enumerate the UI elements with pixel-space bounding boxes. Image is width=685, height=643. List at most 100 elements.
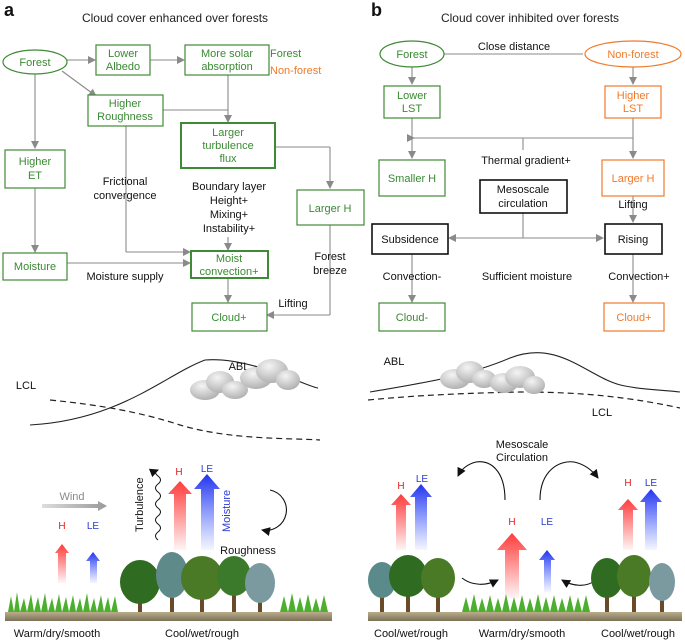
label-sufficient-moisture: Sufficient moisture <box>482 271 572 283</box>
label-frictional: Frictional <box>103 176 148 188</box>
soil-a <box>5 612 332 621</box>
svg-text:Larger: Larger <box>212 127 244 139</box>
h-label-a-right: H <box>175 467 182 478</box>
node-subsidence: Subsidence <box>371 223 449 255</box>
le-label-b-right: LE <box>645 478 658 489</box>
label-moisture-supply: Moisture supply <box>86 271 164 283</box>
h-label-a-left: H <box>58 521 65 532</box>
svg-text:Moist: Moist <box>216 253 242 265</box>
node-mesoscale-circulation: Mesoscale circulation <box>479 179 568 214</box>
surface-label-b-left: Cool/wet/rough <box>374 628 448 640</box>
surface-label-a-right: Cool/wet/rough <box>165 628 239 640</box>
panel-a-title: Cloud cover enhanced over forests <box>82 11 268 25</box>
legend-nonforest: Non-forest <box>270 65 321 77</box>
svg-text:LST: LST <box>402 103 422 115</box>
svg-text:Lower: Lower <box>108 48 138 60</box>
svg-text:Moisture: Moisture <box>14 261 56 273</box>
soil-b <box>368 612 682 621</box>
legend-forest: Forest <box>270 48 301 60</box>
surface-label-b-right: Cool/wet/rough <box>601 628 675 640</box>
h-arrow-icon-b-right <box>618 499 638 550</box>
panel-a-label: a <box>4 0 15 20</box>
wind-label: Wind <box>59 491 84 503</box>
svg-text:flux: flux <box>219 153 237 165</box>
abl-label-a: ABL <box>229 361 250 373</box>
moisture-label: Moisture <box>221 490 233 532</box>
circulation-arrow-icon-br <box>561 579 597 588</box>
node-lower-albedo: Lower Albedo <box>95 44 151 76</box>
lcl-line-a <box>49 399 321 441</box>
svg-text:Subsidence: Subsidence <box>381 234 439 246</box>
label-thermal-gradient: Thermal gradient+ <box>481 155 571 167</box>
svg-text:Larger H: Larger H <box>309 203 352 215</box>
circulation-arrow-icon-left <box>457 461 506 501</box>
le-arrow-icon-a-left <box>86 552 100 583</box>
svg-text:Lower: Lower <box>397 90 427 102</box>
label-convection-minus: Convection- <box>383 271 442 283</box>
label-instability: Instability+ <box>203 223 255 235</box>
node-lower-lst: Lower LST <box>383 85 441 119</box>
label-boundary-layer: Boundary layer <box>192 181 266 193</box>
label-convection-plus: Convection+ <box>608 271 669 283</box>
circulation-arrow-icon-bl <box>461 577 499 588</box>
le-label-a-right: LE <box>201 464 214 475</box>
label-lifting-b: Lifting <box>618 199 647 211</box>
bottom-b-scene: ABL LCL Mesoscale Circulation H LE H LE … <box>367 352 682 640</box>
label-close-distance: Close distance <box>478 41 550 53</box>
le-arrow-icon-b-right <box>640 489 662 550</box>
svg-text:Rising: Rising <box>618 234 649 246</box>
meso-label-1: Mesoscale <box>496 439 549 451</box>
le-label-a-left: LE <box>87 521 100 532</box>
svg-text:Cloud+: Cloud+ <box>616 312 651 324</box>
node-forest-a: Forest <box>2 49 68 75</box>
le-arrow-icon-b-left <box>410 484 432 550</box>
panel-a-arrows <box>31 56 334 319</box>
svg-text:absorption: absorption <box>201 61 252 73</box>
panel-b-label: b <box>371 0 382 20</box>
turbulence-icon <box>148 468 161 541</box>
node-larger-h-b: Larger H <box>601 159 665 197</box>
h-arrow-icon-b-mid <box>497 533 527 598</box>
h-arrow-icon-a-right <box>168 481 192 550</box>
svg-text:Larger H: Larger H <box>612 173 655 185</box>
svg-text:More solar: More solar <box>201 48 253 60</box>
svg-text:Cloud+: Cloud+ <box>211 312 246 324</box>
le-label-b-mid: LE <box>541 517 554 528</box>
svg-text:Forest: Forest <box>396 49 427 61</box>
lcl-label-b: LCL <box>592 407 612 419</box>
lcl-line-b <box>367 391 681 409</box>
label-forest-breeze-1: Forest <box>314 251 345 263</box>
svg-text:ET: ET <box>28 170 42 182</box>
svg-text:Smaller H: Smaller H <box>388 173 436 185</box>
node-cloud-plus-b: Cloud+ <box>603 302 665 332</box>
node-moisture: Moisture <box>2 252 68 281</box>
label-forest-breeze-2: breeze <box>313 265 347 277</box>
node-cloud-plus-a: Cloud+ <box>191 302 268 332</box>
h-label-b-right: H <box>624 478 631 489</box>
abl-curve-b <box>369 352 681 393</box>
le-label-b-left: LE <box>416 474 429 485</box>
label-height: Height+ <box>210 195 248 207</box>
node-cloud-minus: Cloud- <box>378 302 446 332</box>
svg-text:Forest: Forest <box>19 57 50 69</box>
h-arrow-icon-b-left <box>391 494 411 550</box>
tree-icon-b-left <box>368 555 455 612</box>
label-convergence: convergence <box>94 190 157 202</box>
wind-arrow-icon <box>42 501 107 511</box>
h-label-b-left: H <box>397 481 404 492</box>
cloud-icon-b <box>440 361 545 394</box>
meso-label-2: Circulation <box>496 452 548 464</box>
le-arrow-icon-a-right <box>194 474 220 550</box>
tree-icon-a <box>120 552 275 612</box>
svg-text:Roughness: Roughness <box>97 111 153 123</box>
roughness-label: Roughness <box>220 545 276 557</box>
h-label-b-mid: H <box>508 517 515 528</box>
svg-text:Non-forest: Non-forest <box>607 49 658 61</box>
node-higher-et: Higher ET <box>4 149 66 189</box>
svg-text:LST: LST <box>623 103 643 115</box>
svg-text:Higher: Higher <box>19 156 52 168</box>
circulation-arrow-icon-right <box>539 461 599 501</box>
turbulence-label: Turbulence <box>134 477 146 532</box>
h-arrow-icon-a-left <box>55 544 69 583</box>
